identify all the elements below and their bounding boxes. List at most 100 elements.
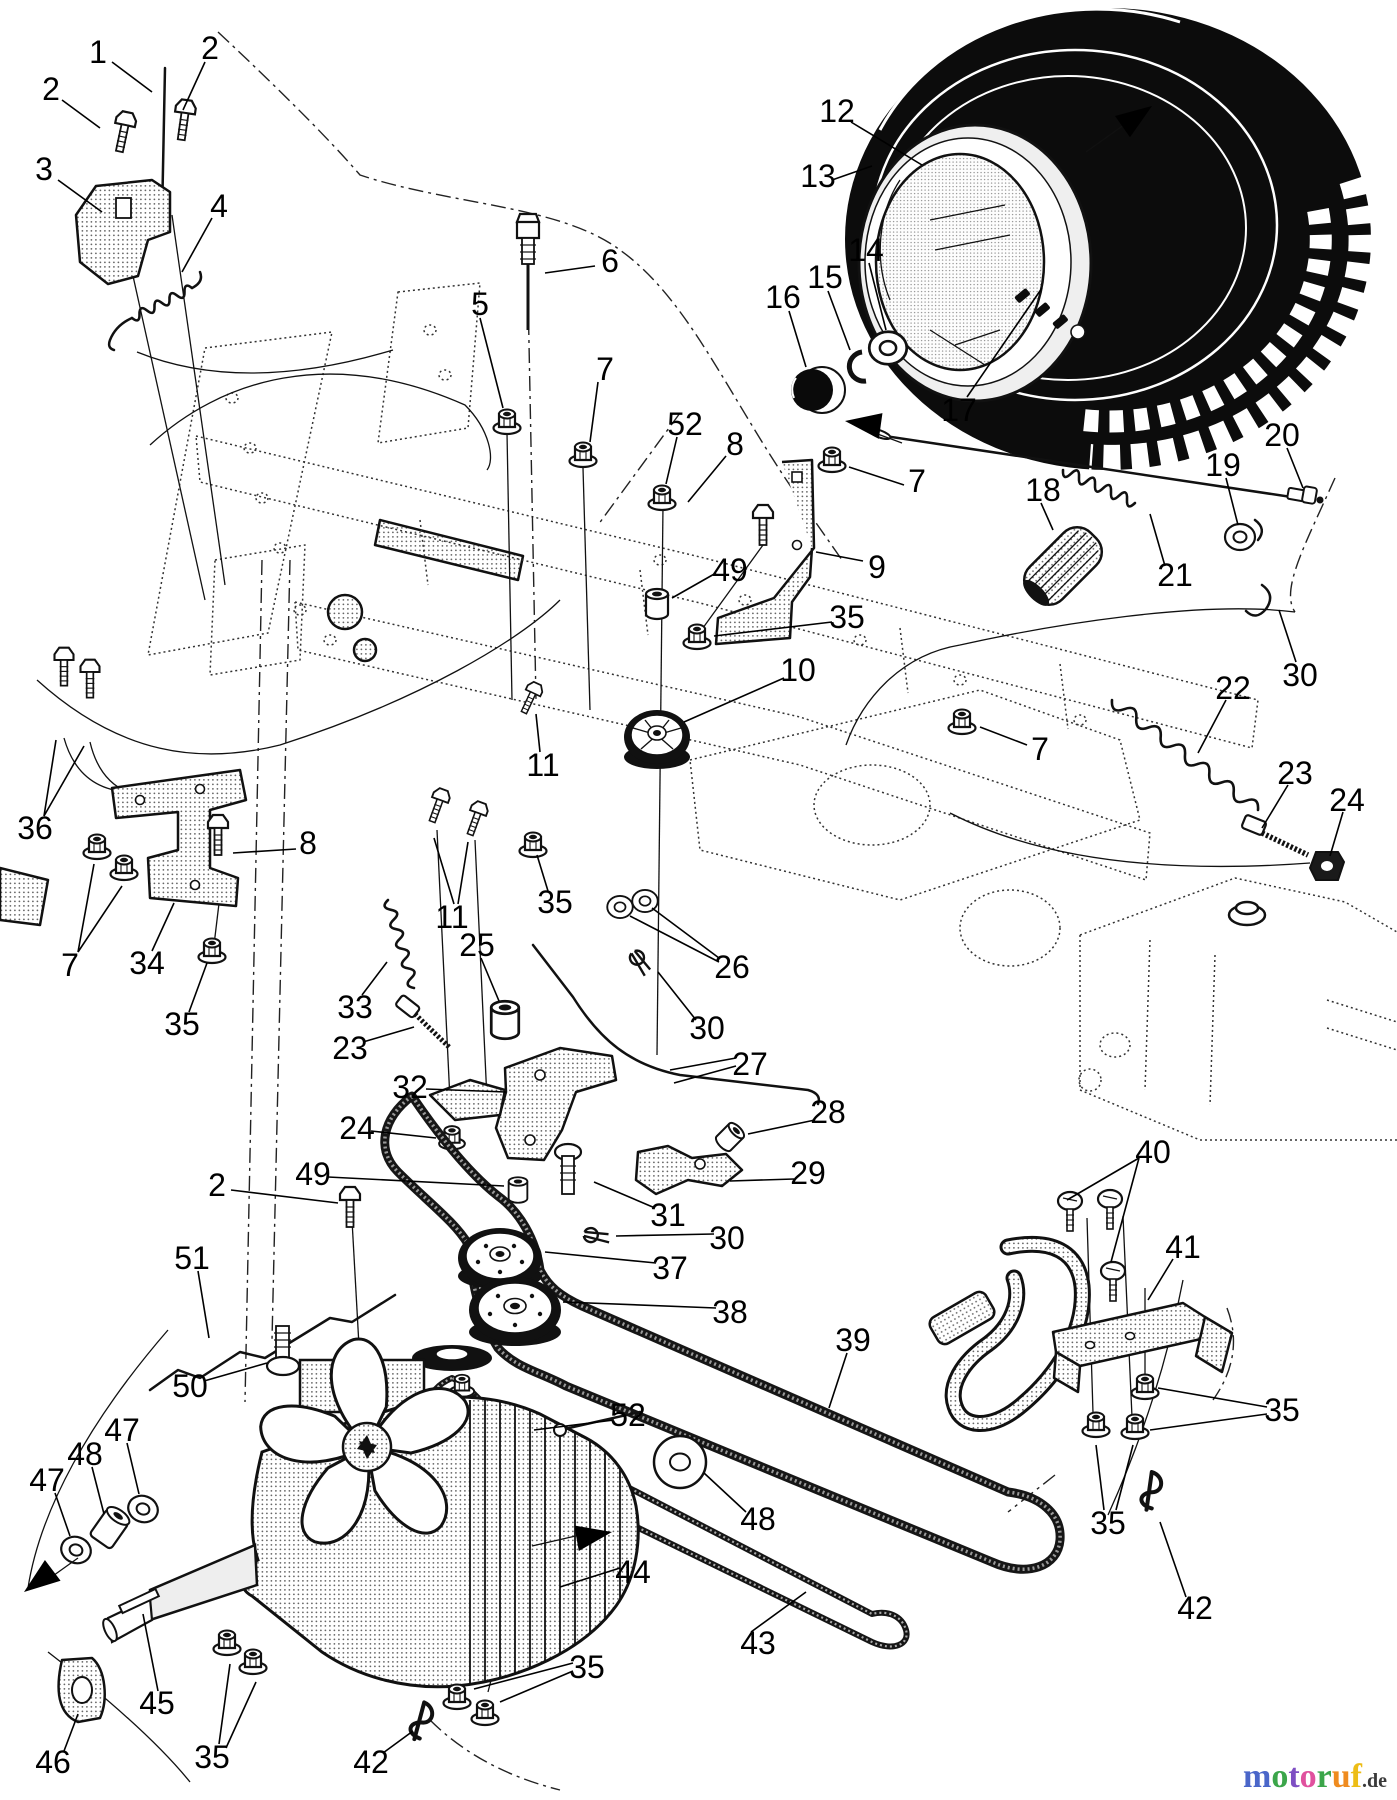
callout-label-46: 46: [35, 1744, 71, 1780]
leader-line-39: [828, 1352, 848, 1409]
leader-line-35: [1157, 1387, 1268, 1408]
leader-line-5: [479, 317, 504, 409]
callout-label-38: 38: [712, 1294, 748, 1330]
leader-line-28: [747, 1119, 816, 1135]
spring-22: [1110, 698, 1260, 812]
callout-label-43: 43: [740, 1625, 776, 1661]
center-linkage: [148, 889, 821, 1392]
callout-label-41: 41: [1165, 1229, 1201, 1265]
frame-holes: [225, 324, 1087, 726]
cotter-pin-30a: [626, 946, 655, 979]
drive-belt-39: [380, 1091, 1065, 1574]
nut-35f3: [1130, 1373, 1160, 1401]
eye-bolt-23-left: [395, 994, 452, 1050]
leader-line-35: [1149, 1413, 1268, 1431]
callout-label-30: 30: [709, 1220, 745, 1256]
leader-line-35: [499, 1670, 574, 1703]
nut-7a: [568, 441, 598, 469]
leader-line-37: [544, 1251, 657, 1264]
bolt-36a: [53, 646, 75, 687]
callout-label-8: 8: [299, 825, 317, 861]
leader-line-42: [382, 1730, 414, 1754]
shoulder-bolt-50: [265, 1325, 301, 1377]
leader-line-50: [203, 1362, 268, 1382]
callout-labels: 1223456752879493510121314151617181920213…: [17, 30, 1365, 1780]
nut-35a: [682, 623, 712, 651]
spacer-49a: [644, 587, 670, 621]
leader-line-16: [788, 310, 807, 368]
logo-letter: f: [1350, 1758, 1362, 1795]
leader-line-35: [1115, 1444, 1134, 1511]
leader-line-11: [535, 713, 541, 753]
leader-line-41: [1147, 1258, 1174, 1301]
leader-line-2: [230, 1189, 339, 1204]
callout-label-22: 22: [1215, 670, 1251, 706]
callout-label-26: 26: [714, 949, 750, 985]
leader-line-35: [713, 621, 833, 637]
nut-35d1: [442, 1683, 472, 1711]
callout-label-2: 2: [208, 1167, 226, 1203]
bolt-6: [515, 212, 541, 330]
leader-line-7: [77, 885, 123, 953]
callout-label-17: 17: [941, 392, 977, 428]
brake-rod-27: [531, 943, 821, 1106]
callout-label-48: 48: [67, 1436, 103, 1472]
callout-label-14: 14: [848, 232, 884, 268]
callout-label-10: 10: [780, 652, 816, 688]
callout-label-49: 49: [712, 552, 748, 588]
rim-lug-detail: [1014, 288, 1068, 329]
callout-label-30: 30: [689, 1010, 725, 1046]
leader-line-35: [536, 854, 549, 892]
direction-arrows: [16, 95, 1160, 1603]
leader-line-25: [480, 957, 500, 1002]
grip-18: [1022, 525, 1104, 607]
logo-letter: r: [1316, 1758, 1332, 1795]
leader-line-36: [43, 745, 85, 817]
leader-line-7: [77, 863, 95, 953]
callout-label-7: 7: [596, 351, 614, 387]
logo-letter: u: [1331, 1758, 1351, 1795]
callout-label-35: 35: [194, 1739, 230, 1775]
leader-line-46: [63, 1713, 79, 1752]
frame-hub-boss: [326, 593, 364, 631]
callout-label-18: 18: [1025, 472, 1061, 508]
bracket-41: [1051, 1301, 1234, 1394]
callout-label-42: 42: [353, 1744, 389, 1780]
callout-label-35: 35: [1264, 1392, 1300, 1428]
leader-line-6: [544, 265, 596, 274]
leader-line-51: [197, 1270, 210, 1339]
callout-label-49: 49: [295, 1156, 331, 1192]
direction-arrow-top-right-tail: [1085, 121, 1129, 153]
leader-line-35: [473, 1662, 574, 1690]
leader-line-34: [151, 902, 175, 952]
shift-lever-f: [947, 1238, 1088, 1429]
leader-line-2: [61, 99, 101, 129]
leader-line-2: [182, 61, 206, 111]
leader-line-49: [327, 1176, 505, 1187]
callout-label-8: 8: [726, 426, 744, 462]
link-rod-51: [148, 1293, 397, 1392]
leader-line-8: [687, 455, 727, 503]
pedal-bracket-group: [928, 1188, 1234, 1514]
parking-brake-bracket-assembly: [74, 66, 203, 352]
callout-label-51: 51: [174, 1240, 210, 1276]
axle-tube: [102, 1543, 259, 1644]
callout-label-19: 19: [1205, 447, 1241, 483]
nut-35f1: [1081, 1411, 1111, 1439]
eye-bolt-23-right: [1240, 814, 1346, 881]
callout-label-35: 35: [829, 599, 865, 635]
leader-line-52: [533, 1419, 615, 1431]
washer-19: [1223, 522, 1257, 552]
callout-label-47: 47: [104, 1412, 140, 1448]
tread-blocks-inner: [1073, 207, 1332, 433]
callout-label-47: 47: [29, 1462, 65, 1498]
bolt-2b: [170, 97, 198, 143]
callout-label-52: 52: [610, 1397, 646, 1433]
leader-line-1: [111, 61, 153, 93]
leader-line-44: [559, 1567, 621, 1588]
leader-line-36: [43, 739, 57, 817]
rear-wheel-illustration: [845, 7, 1375, 471]
springs: [130, 284, 1260, 990]
logo-suffix: .de: [1362, 1770, 1387, 1792]
callout-label-30: 30: [1282, 657, 1318, 693]
